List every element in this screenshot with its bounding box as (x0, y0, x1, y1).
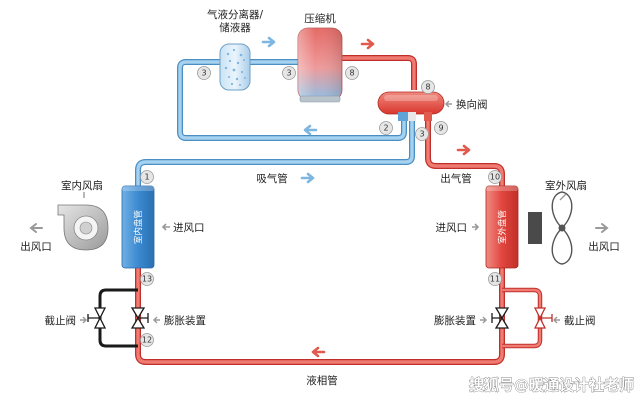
compressor (297, 27, 343, 103)
svg-text:3: 3 (286, 69, 291, 78)
svg-text:2: 2 (383, 124, 388, 133)
pointer-reversing-valve (445, 100, 452, 108)
discharge-pipe (425, 118, 505, 186)
arrow-discharge-pipe (456, 144, 471, 156)
right-bypass-loop (502, 287, 543, 349)
arrow-air-out-right (595, 223, 609, 233)
label-stop-valve-right: 截止阀 (564, 314, 596, 327)
indoor-coil (121, 185, 155, 269)
state-point-9-valve: 9 (434, 121, 448, 135)
label-air-in-right: 进风口 (436, 222, 468, 234)
outdoor-coil (485, 185, 519, 269)
suction-loop-pipe (177, 59, 407, 141)
svg-text:12: 12 (142, 336, 152, 345)
label-expansion-right: 膨胀装置 (434, 314, 476, 327)
svg-text:10: 10 (490, 173, 500, 182)
label-separator-line2: 储液器 (219, 21, 251, 34)
label-air-in-left: 进风口 (173, 222, 205, 234)
left-expansion-device (130, 307, 149, 329)
svg-text:13: 13 (142, 275, 152, 284)
label-outdoor-coil: 室外盘管 (497, 210, 508, 244)
arrow-suction-return (303, 124, 318, 136)
indoor-fan-icon (57, 204, 109, 251)
pointer-right-stop-valve (553, 316, 560, 324)
state-point-13: 13 (140, 272, 154, 286)
arrow-air-in-right (472, 223, 480, 231)
outdoor-fan-icon (528, 191, 573, 265)
arrow-air-out-left (29, 223, 43, 233)
svg-text:3: 3 (201, 69, 206, 78)
watermark: 搜狐号@暖通设计社老师 (469, 376, 634, 394)
arrow-liquid-pipe (311, 346, 326, 358)
arrow-suction-pipe (300, 172, 315, 184)
gas-liquid-separator (219, 43, 251, 91)
label-liquid-pipe: 液相管 (306, 374, 338, 387)
state-point-2-valve: 2 (379, 121, 393, 135)
label-air-out-left: 出风口 (20, 240, 52, 253)
svg-text:11: 11 (490, 275, 500, 284)
label-indoor-fan: 室内风扇 (61, 179, 103, 192)
pointer-left-stop-valve (80, 316, 87, 324)
discharge-pipe-top (342, 55, 417, 90)
reversing-valve (377, 91, 445, 121)
state-points: 3 3 8 8 2 3 9 1 13 12 10 11 (140, 66, 502, 347)
svg-text:1: 1 (144, 173, 149, 182)
state-point-12: 12 (140, 333, 154, 347)
state-point-8-valve: 8 (421, 80, 435, 94)
label-suction-pipe: 吸气管 (256, 172, 288, 185)
right-stop-valve (533, 307, 553, 329)
label-reversing-valve: 换向阀 (456, 98, 488, 111)
arrow-air-in-left (161, 223, 170, 231)
label-separator-line1: 气液分离器/ (207, 8, 263, 21)
state-point-3-separator: 3 (197, 66, 211, 80)
label-stop-valve-left: 截止阀 (45, 314, 77, 327)
svg-text:3: 3 (419, 130, 424, 139)
state-point-3-compressor: 3 (282, 66, 296, 80)
label-compressor: 压缩机 (304, 12, 336, 25)
pointer-left-expansion (153, 316, 160, 324)
state-point-1: 1 (140, 170, 154, 184)
label-expansion-left: 膨胀装置 (164, 314, 206, 327)
arrow-compressor-discharge (360, 38, 375, 50)
state-point-11: 11 (488, 272, 502, 286)
label-indoor-coil: 室内盘管 (133, 210, 144, 244)
pointer-outdoor-fan (559, 193, 567, 201)
left-stop-valve (87, 307, 107, 329)
pointer-right-expansion (480, 316, 487, 324)
suction-pipe (135, 118, 415, 186)
svg-text:8: 8 (425, 83, 430, 92)
state-point-8-compressor: 8 (345, 66, 359, 80)
flow-arrows (29, 36, 609, 358)
state-point-3-valve: 3 (415, 127, 429, 141)
svg-text:9: 9 (438, 124, 443, 133)
right-expansion-device (491, 307, 510, 329)
left-bypass-loop (98, 288, 138, 348)
state-point-10: 10 (488, 170, 502, 184)
label-air-out-right: 出风口 (588, 240, 620, 253)
label-outdoor-fan: 室外风扇 (545, 179, 587, 192)
liquid-pipe (135, 268, 505, 365)
svg-text:8: 8 (349, 69, 354, 78)
label-discharge-pipe: 出气管 (440, 172, 472, 185)
arrow-separator-to-compressor (261, 36, 276, 48)
